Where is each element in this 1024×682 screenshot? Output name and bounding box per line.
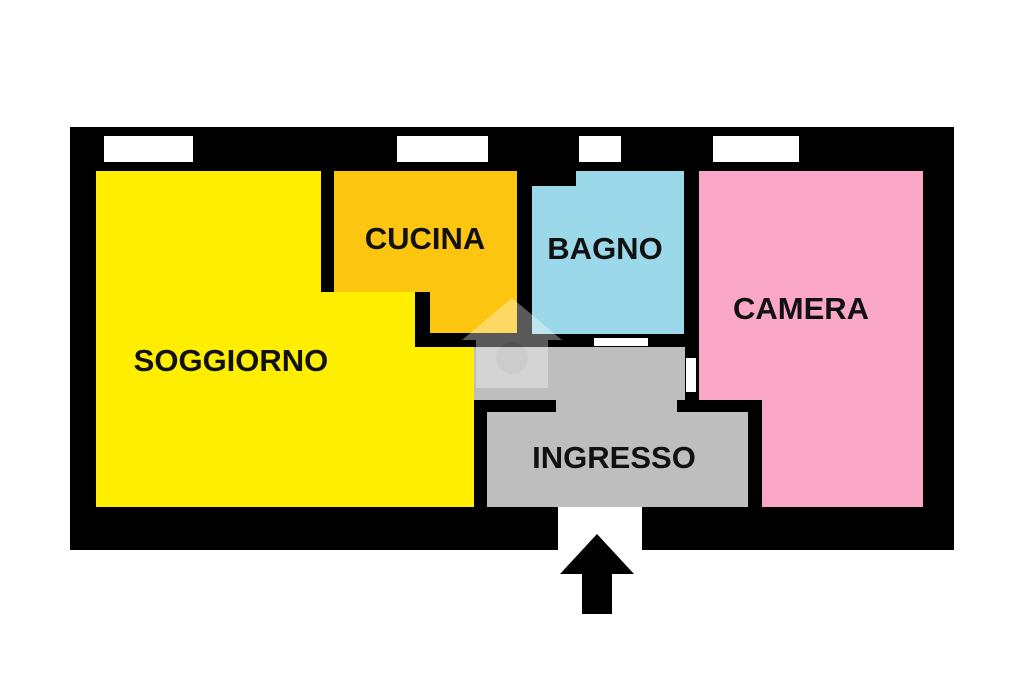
room-label-bagno: BAGNO [547, 231, 662, 266]
window-bagno [579, 136, 621, 162]
arrow-up-icon [560, 534, 634, 614]
room-bagno [532, 171, 684, 334]
room-soggiorno [96, 171, 474, 507]
room-label-ingresso: INGRESSO [532, 440, 696, 475]
window-cucina [397, 136, 488, 162]
room-label-camera: CAMERA [733, 291, 869, 326]
window-camera [713, 136, 799, 162]
room-ingresso [474, 347, 748, 507]
room-label-cucina: CUCINA [365, 221, 486, 256]
house-watermark-icon [462, 298, 562, 388]
window-soggiorno [104, 136, 193, 162]
room-cucina [334, 171, 517, 333]
door-bagno [594, 338, 648, 346]
room-label-soggiorno: SOGGIORNO [134, 343, 329, 378]
door-camera [686, 358, 696, 392]
room-camera [699, 171, 923, 507]
